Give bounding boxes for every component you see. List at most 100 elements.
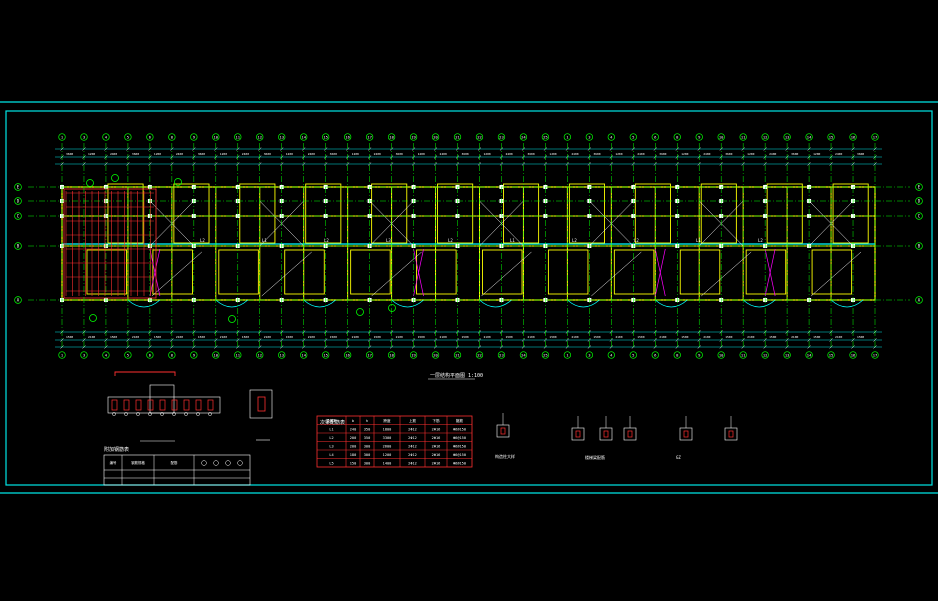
room-box — [745, 249, 787, 295]
axis-bubble — [212, 133, 220, 141]
room-box — [371, 183, 408, 244]
row-bubble — [14, 296, 22, 304]
dimension-tick — [653, 162, 657, 166]
axis-bubble — [541, 133, 550, 141]
axis-label: 6 — [149, 135, 152, 140]
table-header: 梁编号 — [326, 418, 337, 423]
axis-label: 3 — [83, 353, 85, 358]
axis-bubble — [431, 133, 440, 141]
detail-bar — [136, 412, 140, 416]
axis-label: 10 — [214, 353, 219, 358]
table-cell: 2Φ16 — [432, 428, 441, 432]
balcony-curve — [127, 299, 161, 308]
room-box — [700, 183, 737, 244]
room-box — [350, 249, 391, 295]
axis-bubble — [607, 133, 615, 141]
column-detail-rebar — [257, 396, 266, 412]
table-cell: L1 — [329, 428, 333, 432]
row-label: A — [17, 298, 20, 303]
dimension-tick — [170, 338, 174, 342]
table-cell: 1800 — [383, 428, 392, 432]
axis-label: 9 — [193, 135, 196, 140]
dimension-tick — [807, 162, 811, 166]
dimension-tick — [323, 338, 328, 342]
row-label: C — [17, 214, 20, 219]
axis-bubble — [343, 133, 352, 141]
axis-bubble — [651, 351, 659, 359]
axis-label: 18 — [389, 135, 394, 140]
dimension-tick — [719, 162, 723, 166]
dimension-text: 2100 — [659, 335, 666, 339]
axis-bubble — [365, 133, 374, 141]
rebar-zone — [63, 188, 157, 299]
section-detail-rebar — [683, 430, 689, 438]
axis-bubble — [805, 351, 813, 359]
axis-bubble — [234, 133, 242, 141]
dimension-tick — [697, 338, 701, 342]
balcony-curve — [391, 299, 424, 308]
detail-bar — [172, 412, 176, 416]
axis-label: 13 — [279, 353, 284, 358]
dimension-tick — [873, 162, 877, 166]
dimension-text: 1200 — [681, 152, 688, 156]
axis-label: 9 — [193, 353, 196, 358]
table-cell: Φ6@150 — [453, 462, 466, 466]
drawing-border — [5, 110, 933, 486]
axis-label: 3 — [588, 135, 590, 140]
detail-caption: 楼梯梁配筋 — [585, 454, 605, 460]
axis-bubble — [519, 133, 528, 141]
dimension-text: 2100 — [352, 335, 359, 339]
axis-label: 13 — [785, 135, 790, 140]
axis-bubble — [739, 351, 747, 359]
detail-rebar — [183, 399, 190, 411]
dimension-text: 1500 — [725, 335, 732, 339]
axis-bubble — [453, 351, 462, 359]
detail-rebar — [135, 399, 142, 411]
axis-label: 17 — [873, 353, 878, 358]
small-table-header: 编号 — [110, 460, 117, 465]
dimension-text: 1200 — [747, 152, 754, 156]
dimension-text: 1200 — [813, 152, 820, 156]
row-bubble — [915, 296, 923, 304]
axis-bubble — [300, 351, 308, 359]
axis-bubble — [102, 133, 110, 141]
axis-label: 3 — [83, 135, 85, 140]
axis-label: 24 — [521, 135, 526, 140]
dimension-text: 2400 — [110, 152, 117, 156]
dimension-text: 2100 — [264, 335, 271, 339]
small-table-symbol — [201, 460, 207, 466]
axis-bubble — [629, 351, 637, 359]
table-cell: 2Φ16 — [432, 436, 441, 440]
beam-label: L3 — [386, 238, 391, 243]
dimension-tick — [148, 338, 152, 342]
dimension-text: 2400 — [440, 152, 447, 156]
dimension-text: 2400 — [835, 152, 842, 156]
slab-diagonal — [701, 251, 752, 297]
axis-label: 5 — [127, 135, 129, 140]
stair-mark — [149, 248, 161, 297]
detail-bar — [208, 412, 212, 416]
axis-label: 10 — [719, 135, 724, 140]
detail-rebar — [111, 399, 118, 411]
table-cell: 1200 — [383, 453, 392, 457]
room-box — [305, 183, 342, 244]
section-marker — [89, 314, 97, 322]
table-cell: 200 — [350, 436, 357, 440]
table-cell: 180 — [350, 453, 357, 457]
axis-bubble — [190, 351, 198, 359]
table-cell: Φ6@150 — [453, 436, 466, 440]
axis-label: 20 — [433, 135, 438, 140]
dimension-tick — [543, 162, 548, 166]
balcony-curve — [479, 299, 512, 308]
axis-label: 17 — [367, 135, 372, 140]
dimension-text: 3600 — [330, 152, 337, 156]
table-cell: 200 — [350, 445, 357, 449]
axis-label: 25 — [543, 135, 548, 140]
section-marker — [356, 308, 364, 316]
dimension-text: 2400 — [505, 152, 512, 156]
axis-label: 21 — [455, 353, 460, 358]
dimension-tick — [455, 162, 460, 166]
axis-bubble — [278, 351, 286, 359]
balcony-curve — [830, 299, 864, 308]
dimension-tick — [521, 338, 526, 342]
